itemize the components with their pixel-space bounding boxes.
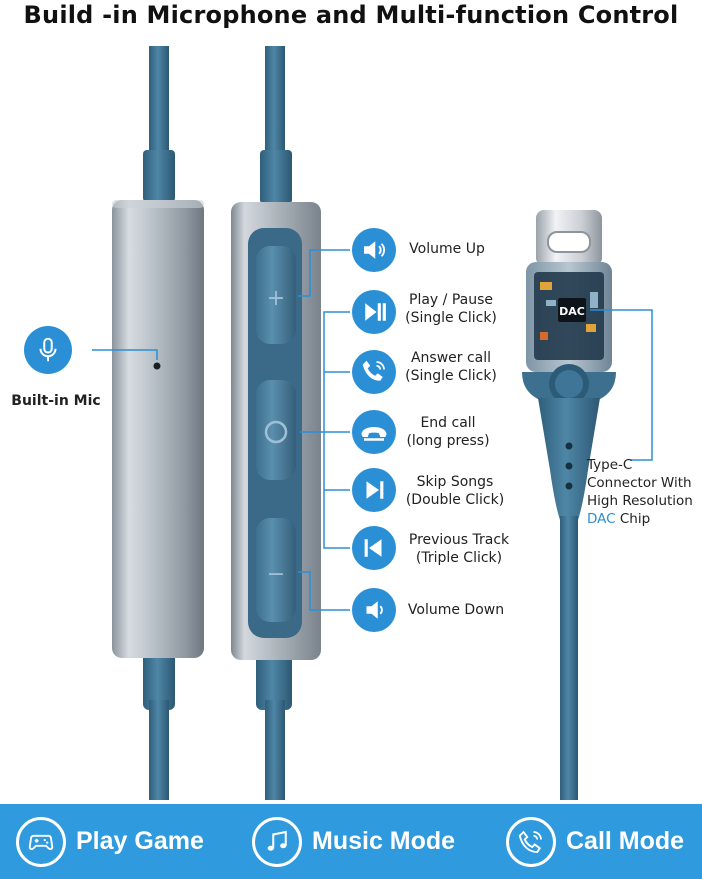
music-note-icon — [252, 816, 302, 867]
connector-label: Type-C Connector With High Resolution DA… — [587, 457, 693, 527]
mode-music: Music Mode — [252, 804, 455, 879]
dac-chip — [558, 298, 586, 322]
mic-label: Built-in Mic — [11, 393, 101, 409]
control-label-previous-track: Previous Track(Triple Click) — [408, 532, 510, 566]
plus-symbol: + — [267, 286, 285, 311]
right-cable-bottom — [265, 700, 285, 800]
left-cable-boot-top — [143, 150, 175, 202]
mode-label-call: Call Mode — [566, 827, 685, 855]
control-label-skip-songs: Skip Songs(Double Click) — [405, 474, 505, 508]
left-cable-boot-bottom — [143, 650, 175, 710]
volume-plus-button — [256, 246, 296, 344]
right-cable-top — [265, 46, 285, 156]
usb-cable — [560, 516, 578, 800]
dac-highlight: DAC — [587, 511, 616, 527]
left-cable-top — [149, 46, 169, 156]
mode-label-play-game: Play Game — [76, 827, 204, 855]
mode-call: Call Mode — [506, 804, 684, 879]
skip-previous-icon — [352, 526, 396, 570]
page-title: Build -in Microphone and Multi-function … — [23, 1, 679, 29]
skip-next-icon — [352, 468, 396, 512]
right-cable-boot-top — [260, 150, 292, 204]
leader-lines — [92, 249, 653, 611]
mode-play-game: Play Game — [16, 804, 204, 879]
left-cable-bottom — [149, 700, 169, 800]
phone-answer-icon — [352, 350, 396, 394]
play-pause-icon — [352, 290, 396, 334]
volume-minus-button — [256, 518, 296, 622]
dac-chip-label: DAC — [559, 305, 585, 318]
phone-call-icon — [506, 816, 556, 867]
mic-hole — [153, 362, 161, 370]
volume-down-icon — [352, 588, 396, 632]
control-label-volume-down: Volume Down — [407, 602, 505, 618]
microphone-icon — [24, 326, 72, 374]
connector-strain-relief — [538, 398, 600, 520]
minus-symbol: − — [267, 562, 285, 587]
control-label-end-call: End call(long press) — [406, 415, 490, 449]
mode-bar: Play Game Music Mode Call Mode — [0, 804, 702, 879]
control-label-play-pause: Play / Pause(Single Click) — [405, 292, 497, 326]
phone-end-icon — [352, 410, 396, 454]
gamepad-icon — [16, 816, 66, 867]
mode-label-music: Music Mode — [312, 827, 456, 855]
mic-housing — [112, 200, 204, 658]
control-label-volume-up: Volume Up — [409, 241, 485, 257]
right-cable-boot-bottom — [256, 652, 292, 710]
earphone-illustration: DAC + − — [92, 46, 653, 800]
control-label-answer-call: Answer call(Single Click) — [405, 350, 497, 384]
volume-up-icon — [352, 228, 396, 272]
center-button — [256, 380, 296, 480]
